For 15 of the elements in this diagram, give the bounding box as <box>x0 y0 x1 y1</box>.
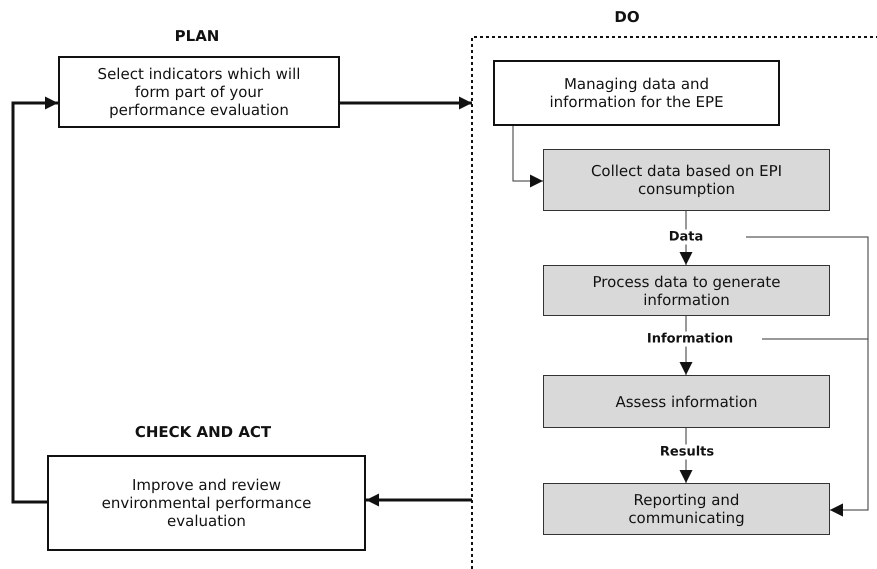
process-box: Assess information <box>543 375 830 428</box>
arrow <box>762 338 868 516</box>
process-box: Reporting and communicating <box>543 483 830 535</box>
phase-heading: CHECK AND ACT <box>134 423 272 441</box>
phase-heading: PLAN <box>174 27 220 45</box>
arrow <box>366 494 472 506</box>
arrow <box>512 126 544 188</box>
process-box: Process data to generate information <box>543 265 830 316</box>
process-box: Select indicators which will form part of your performance evaluation <box>58 56 340 128</box>
process-box: Collect data based on EPI consumption <box>543 149 830 211</box>
arrow <box>340 96 472 110</box>
arrow <box>12 96 58 504</box>
process-box: Improve and review environmental performance evaluation <box>47 455 366 551</box>
phase-heading: DO <box>614 8 640 26</box>
process-box: Managing data and information for the EPE <box>493 60 780 126</box>
